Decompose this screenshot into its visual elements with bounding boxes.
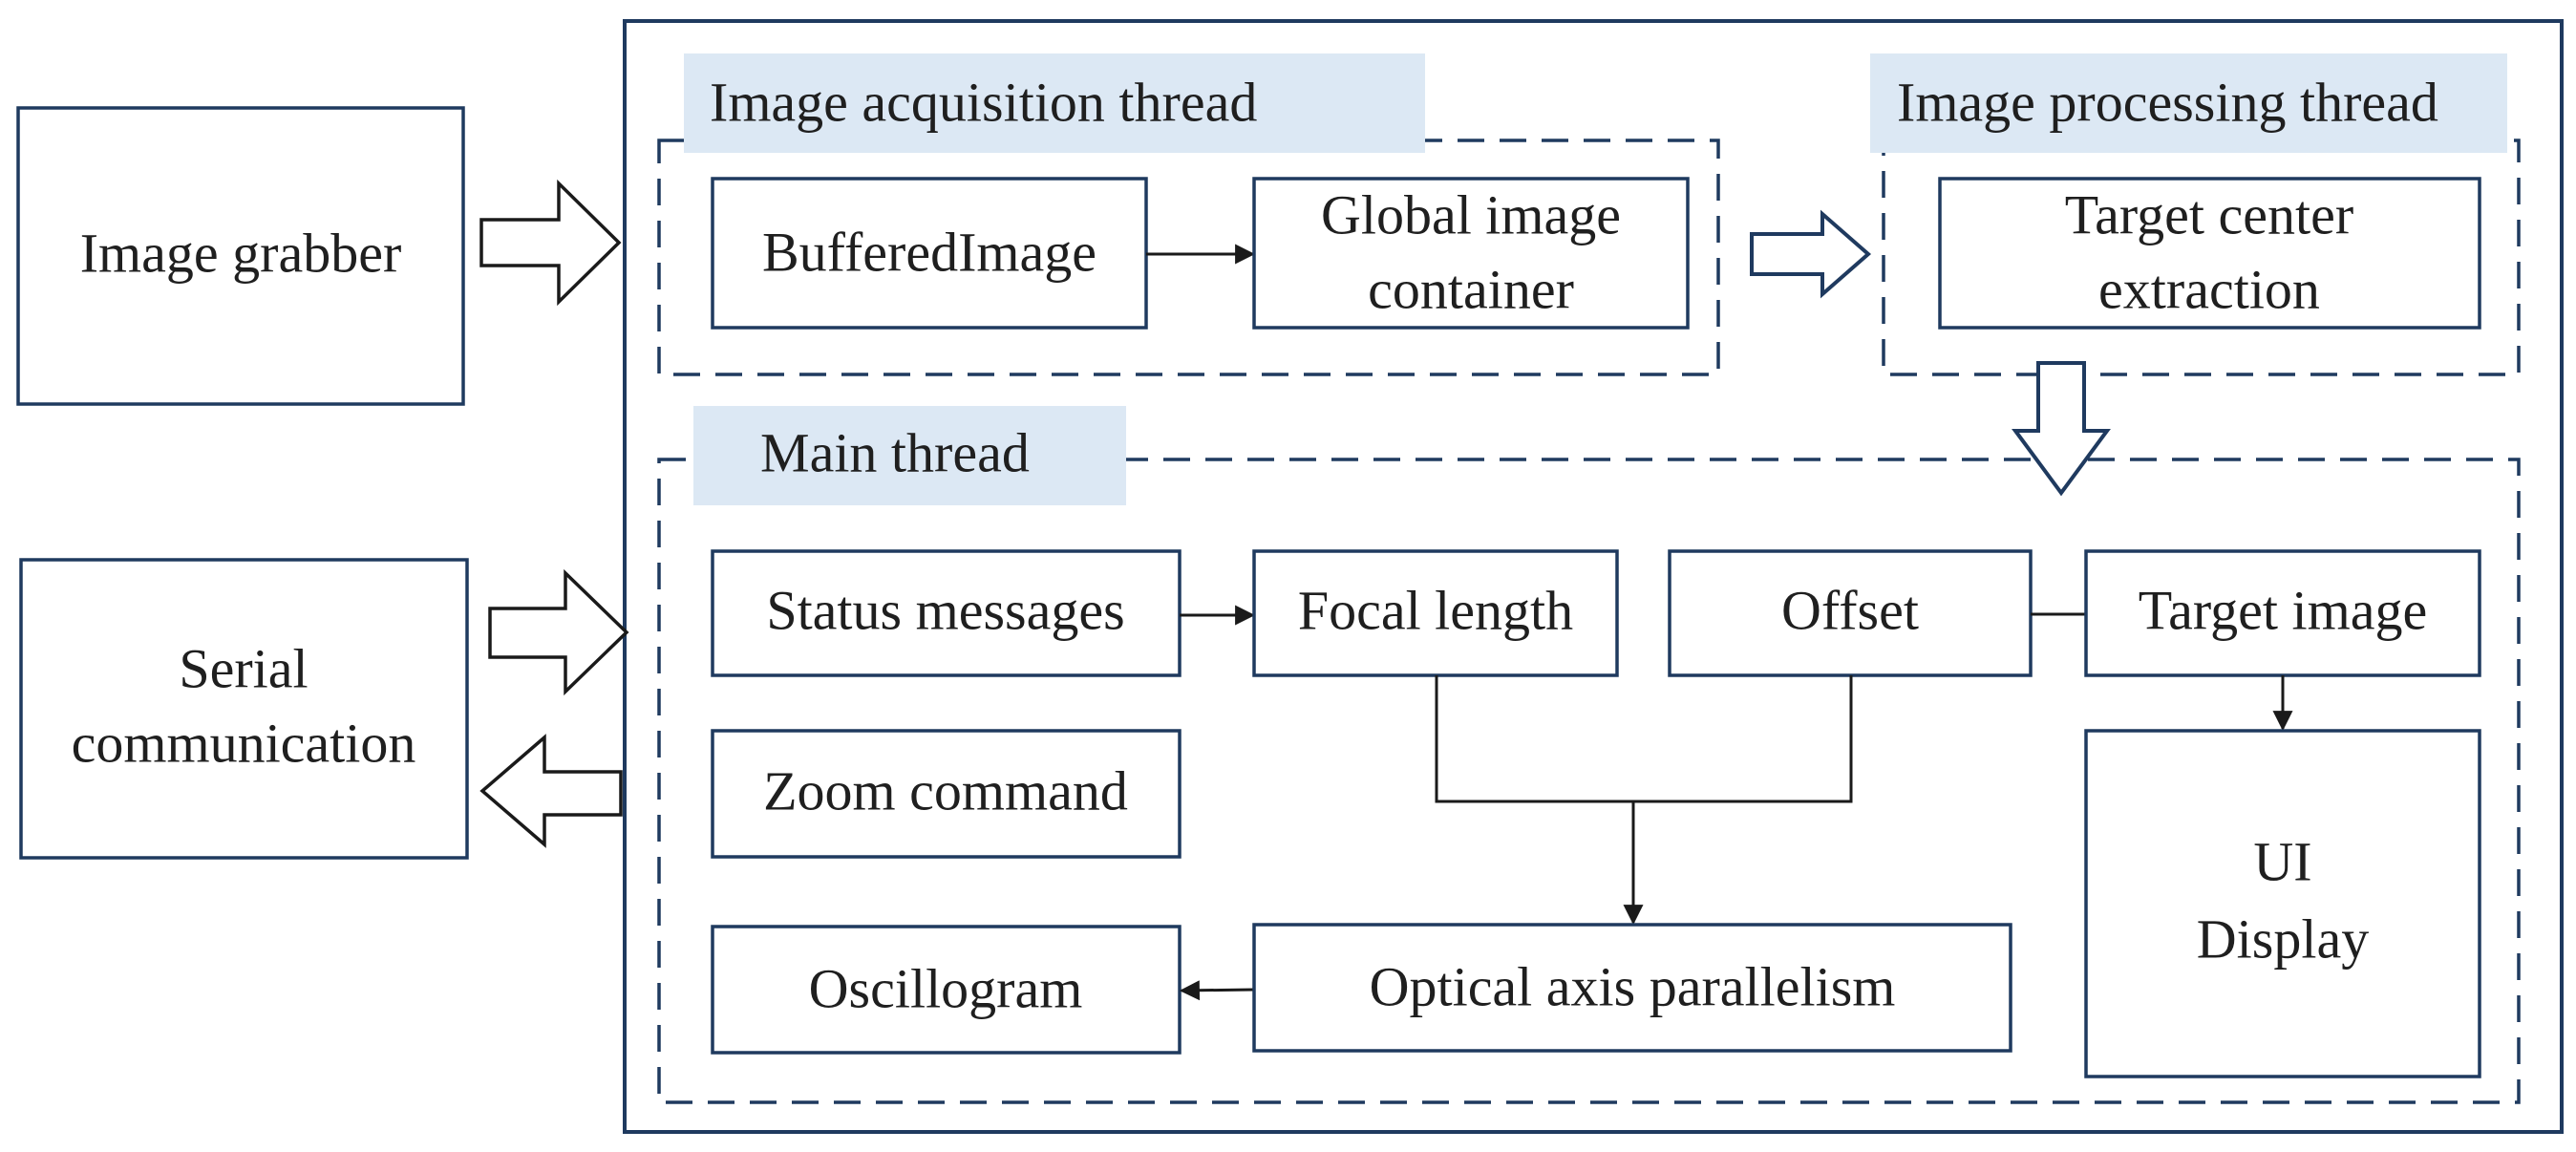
frame-input-from-serial-arrow bbox=[488, 568, 629, 696]
processing-thread-title: Image processing thread bbox=[1897, 71, 2438, 133]
ui-display-line1: UI bbox=[2253, 830, 2311, 892]
global-image-container-box: Global image container bbox=[1252, 177, 1690, 330]
frame-output-to-serial-arrow bbox=[479, 734, 623, 848]
processing-thread-tab bbox=[1870, 53, 2507, 153]
offset-label: Offset bbox=[1781, 579, 1919, 641]
optical-to-oscillogram-connector bbox=[1179, 980, 1255, 1001]
serial-label-line1: Serial bbox=[179, 637, 308, 699]
target-center-line1: Target center bbox=[2065, 183, 2353, 245]
processing-to-main-arrow bbox=[2012, 361, 2111, 497]
image-grabber-box: Image grabber bbox=[16, 106, 465, 406]
main-thread-group bbox=[657, 458, 2521, 1104]
optical-axis-parallelism-box: Optical axis parallelism bbox=[1252, 923, 2012, 1053]
global-container-line1: Global image bbox=[1321, 183, 1621, 245]
zoom-command-label: Zoom command bbox=[763, 759, 1128, 821]
main-thread-tab bbox=[693, 406, 1126, 505]
target-center-line2: extraction bbox=[2098, 258, 2320, 320]
serial-label-line2: communication bbox=[72, 712, 416, 774]
acquisition-thread-title: Image acquisition thread bbox=[710, 71, 1257, 133]
software-frame bbox=[623, 19, 2564, 1134]
oscillogram-box: Oscillogram bbox=[711, 925, 1182, 1055]
focal-offset-merge-connector bbox=[1435, 675, 1853, 803]
optical-axis-label: Optical axis parallelism bbox=[1370, 955, 1896, 1017]
zoom-command-box: Zoom command bbox=[711, 729, 1182, 859]
oscillogram-label: Oscillogram bbox=[809, 957, 1083, 1019]
target-image-label: Target image bbox=[2139, 579, 2427, 641]
buffered-image-label: BufferedImage bbox=[762, 221, 1096, 283]
status-messages-label: Status messages bbox=[766, 579, 1124, 641]
grabber-to-frame-arrow bbox=[479, 179, 622, 307]
focal-length-label: Focal length bbox=[1298, 579, 1573, 641]
offset-box: Offset bbox=[1668, 549, 2033, 677]
acquisition-thread-tab bbox=[684, 53, 1425, 153]
focal-length-box: Focal length bbox=[1252, 549, 1619, 677]
ui-display-line2: Display bbox=[2197, 907, 2369, 970]
buffered-image-box: BufferedImage bbox=[711, 177, 1148, 330]
acquisition-to-processing-arrow bbox=[1750, 209, 1872, 299]
main-thread-title: Main thread bbox=[760, 421, 1030, 483]
ui-display-box: UI Display bbox=[2084, 729, 2481, 1078]
serial-communication-box: Serial communication bbox=[19, 558, 469, 860]
image-grabber-label: Image grabber bbox=[80, 222, 402, 284]
target-image-box: Target image bbox=[2084, 549, 2481, 677]
target-center-extraction-box: Target center extraction bbox=[1938, 177, 2481, 330]
status-messages-box: Status messages bbox=[711, 549, 1182, 677]
global-container-line2: container bbox=[1368, 258, 1574, 320]
